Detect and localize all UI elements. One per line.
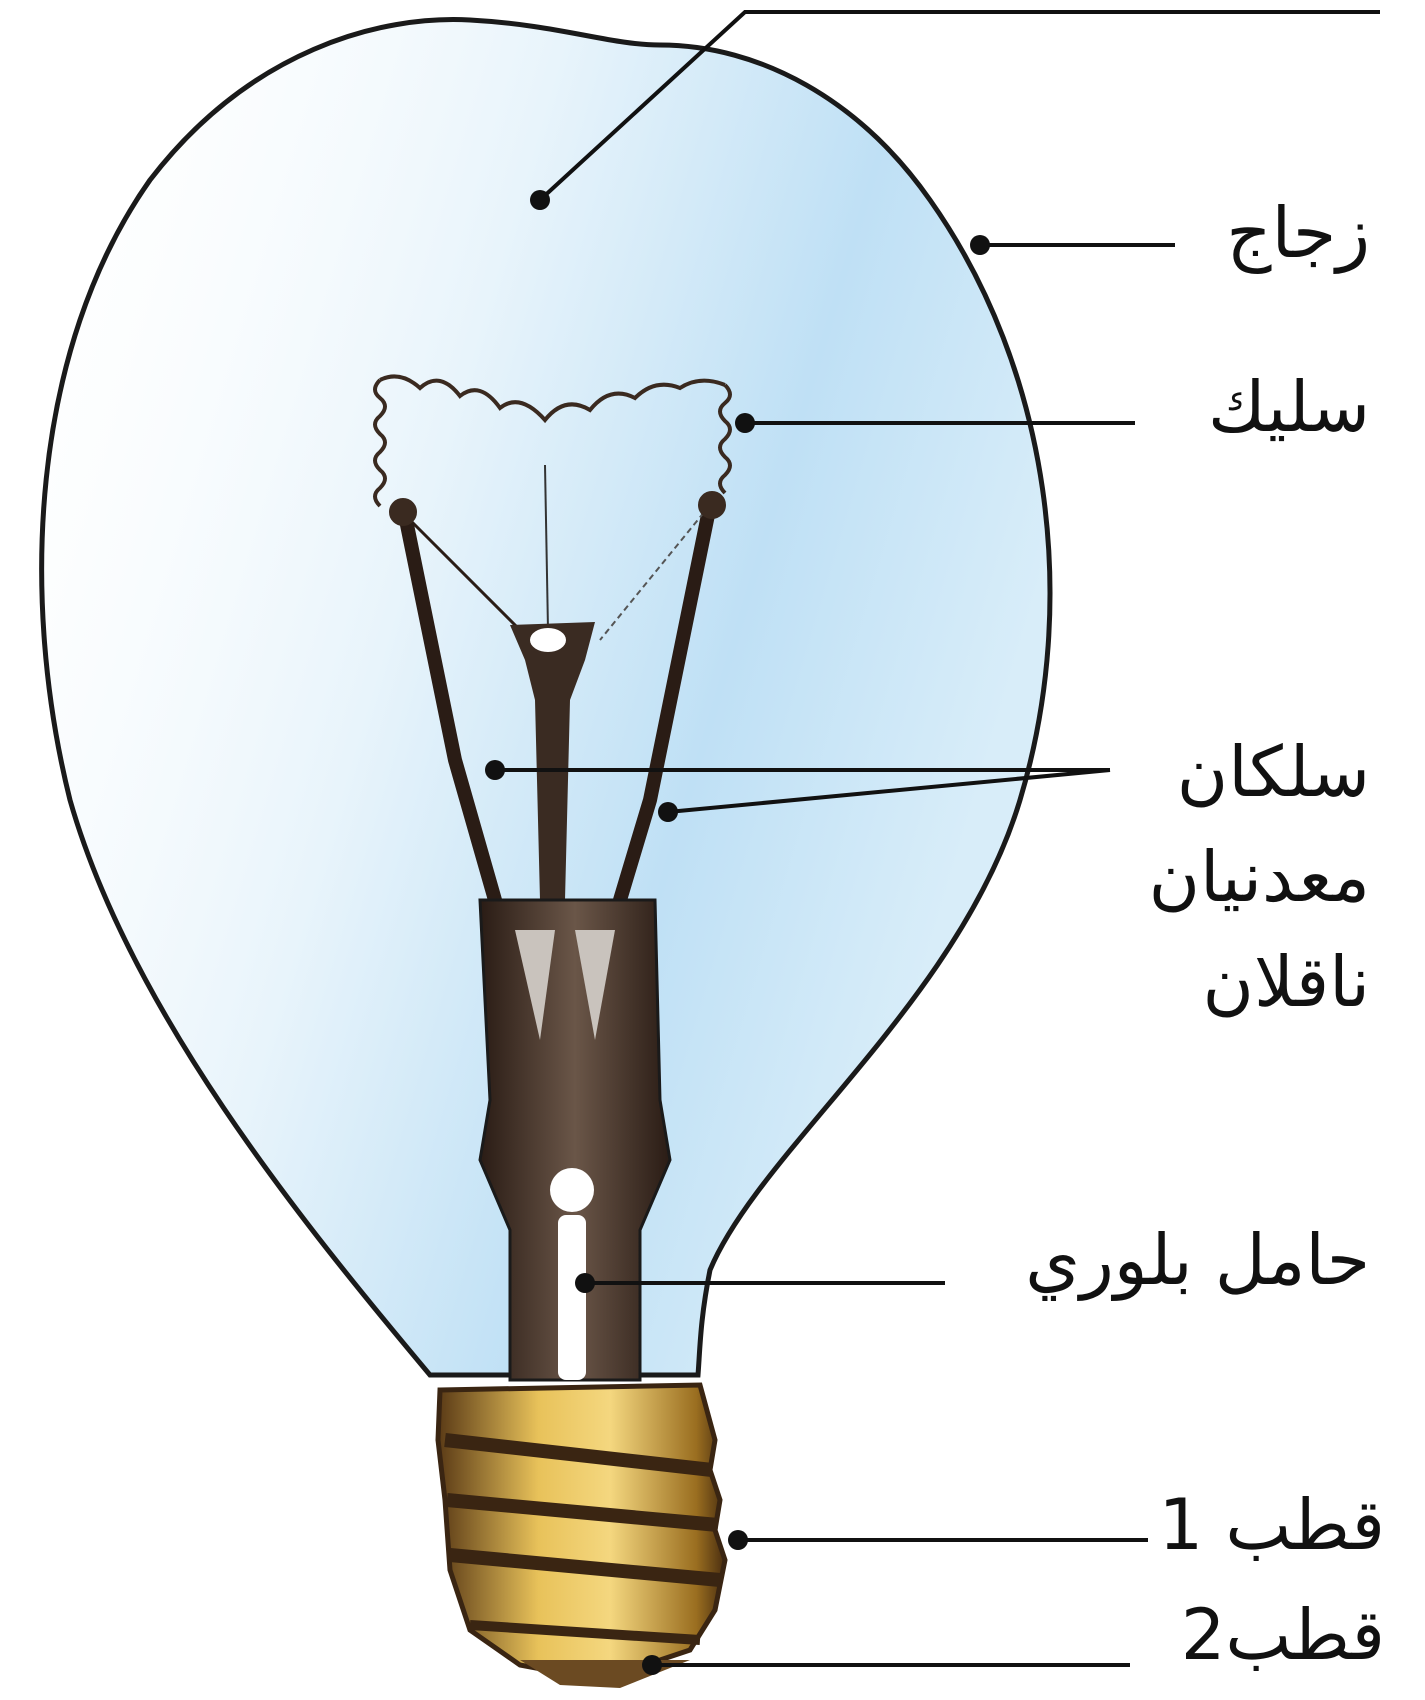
- screw-base: [438, 1385, 725, 1688]
- label-lead-wires: سلكان معدنيان ناقلان: [1040, 720, 1370, 1035]
- label-pole-1: قطب 1: [1159, 1490, 1385, 1560]
- label-filament: سليك: [1208, 372, 1370, 442]
- label-pole-2: قطب2: [1181, 1600, 1385, 1670]
- label-glass-support: حامل بلوري: [1025, 1225, 1370, 1295]
- label-lead-wires-text: سلكان معدنيان ناقلان: [1149, 731, 1370, 1023]
- label-glass: زجاج: [1226, 198, 1370, 268]
